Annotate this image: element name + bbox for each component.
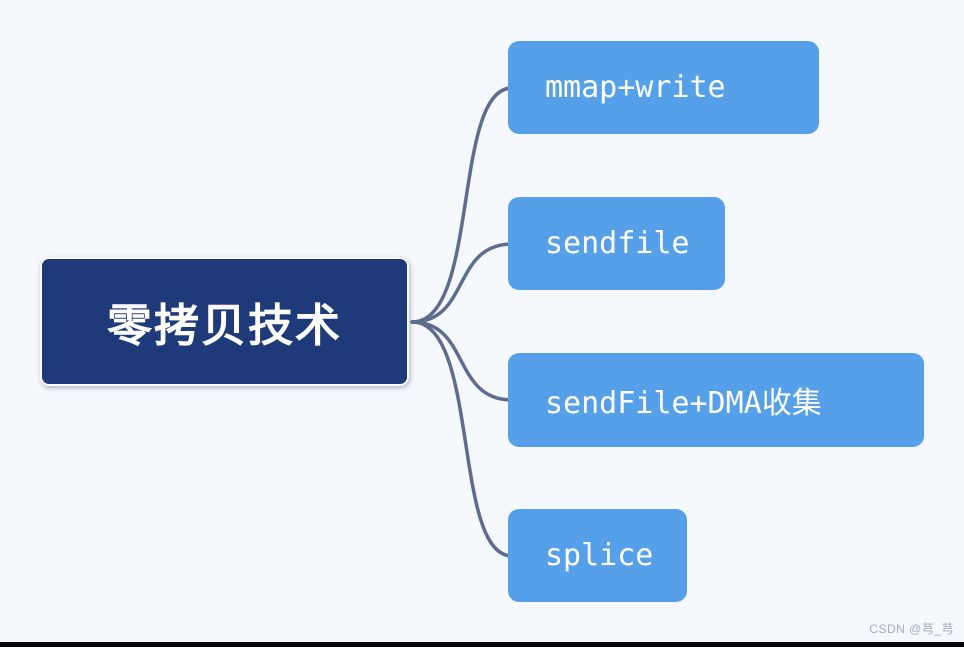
branch-node-label: splice	[545, 538, 654, 573]
connector-root-to-dma	[410, 320, 514, 402]
branch-node-mmap-write[interactable]: mmap+write	[508, 41, 819, 134]
branch-node-splice[interactable]: splice	[508, 509, 687, 602]
branch-node-label: sendFile+DMA收集	[545, 386, 822, 421]
root-node-label: 零拷贝技术	[106, 299, 342, 352]
root-node-zero-copy[interactable]: 零拷贝技术	[40, 257, 409, 386]
bottom-black-bar	[0, 642, 964, 647]
branch-node-sendfile[interactable]: sendfile	[508, 197, 725, 290]
connector-root-to-sendfile	[410, 242, 514, 324]
branch-node-label: mmap+write	[545, 70, 726, 105]
connector-root-to-splice	[410, 320, 514, 558]
branch-node-label: sendfile	[545, 226, 690, 261]
branch-node-sendfile-dma[interactable]: sendFile+DMA收集	[508, 353, 924, 447]
connector-root-to-mmap-write	[410, 86, 514, 324]
csdn-watermark: CSDN @芎_芎	[869, 622, 954, 636]
